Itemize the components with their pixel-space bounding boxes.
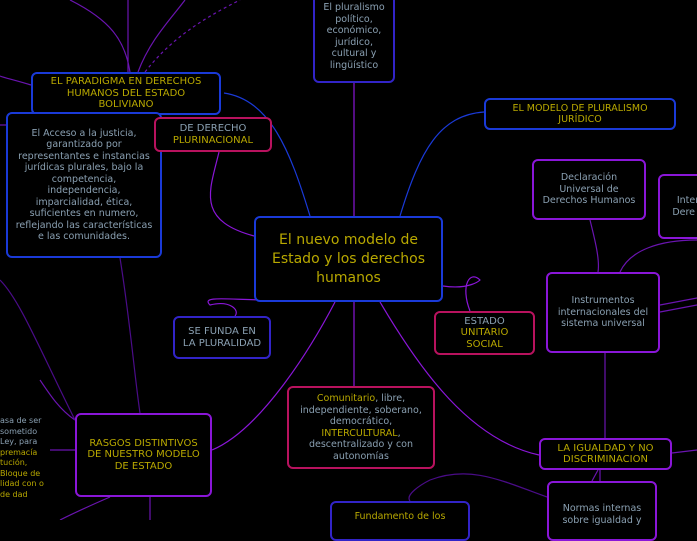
- node-text: ESTADO: [464, 315, 505, 327]
- node-declaracion-universal[interactable]: Declaración Universal de Derechos Humano…: [532, 159, 646, 220]
- central-topic-text: El nuevo modelo de Estado y los derechos…: [271, 231, 426, 286]
- node-text: El pluralismo político, económico, juríd…: [323, 2, 385, 71]
- node-se-funda[interactable]: SE FUNDA EN LA PLURALIDAD: [173, 316, 271, 359]
- node-acceso-justicia[interactable]: El Acceso a la justicia, garantizado por…: [6, 112, 162, 258]
- node-text-accent: UNITARIO SOCIAL: [460, 327, 509, 350]
- text: , descentralizado y con autonomías: [308, 427, 413, 462]
- node-text: Declaración Universal de Derechos Humano…: [542, 172, 636, 207]
- connector-lines: [0, 0, 697, 520]
- central-topic[interactable]: El nuevo modelo de Estado y los derechos…: [254, 216, 443, 302]
- node-text: LA IGUALDAD Y NO DISCRIMINACION: [557, 442, 654, 466]
- node-text: Comunitario, libre, independiente, sober…: [295, 393, 427, 462]
- text: , libre, independiente, soberano, democr…: [300, 393, 422, 427]
- partial-node-left: asa de ser sometido Ley, para premacía t…: [0, 416, 48, 500]
- node-paradigma[interactable]: EL PARADIGMA EN DERECHOS HUMANOS DEL EST…: [31, 72, 221, 115]
- node-rasgos-distintivos[interactable]: RASGOS DISTINTIVOS DE NUESTRO MODELO DE …: [75, 413, 212, 497]
- node-text: DE DERECHO: [179, 123, 247, 134]
- node-text: El Acceso a la justicia, garantizado por…: [15, 127, 153, 243]
- text-accent: premacía tución, Bloque de lidad con o d…: [0, 447, 44, 499]
- node-comunitario[interactable]: Comunitario, libre, independiente, sober…: [287, 386, 435, 469]
- node-text: EL MODELO DE PLURALISMO JURÍDICO: [512, 102, 648, 126]
- node-text: Instrumentos internacionales del sistema…: [557, 295, 649, 330]
- node-text: Fundamento de los: [354, 511, 446, 522]
- node-text: Normas internas sobre igualdad y: [562, 503, 642, 526]
- node-normas-internas[interactable]: Normas internas sobre igualdad y: [547, 481, 657, 541]
- text-accent: Comunitario: [316, 393, 376, 404]
- node-instrumentos-internacionales[interactable]: Instrumentos internacionales del sistema…: [546, 272, 660, 353]
- node-text-accent: PLURINACIONAL: [172, 134, 254, 146]
- text-accent: INTERCULTURAL: [321, 427, 398, 439]
- node-text: SE FUNDA EN LA PLURALIDAD: [182, 326, 262, 349]
- node-modelo-pluralismo[interactable]: EL MODELO DE PLURALISMO JURÍDICO: [484, 98, 676, 130]
- node-igualdad[interactable]: LA IGUALDAD Y NO DISCRIMINACION: [539, 438, 672, 470]
- node-text: Inter Dere y: [672, 195, 697, 218]
- text: asa de ser sometido Ley, para: [0, 416, 42, 446]
- node-text: RASGOS DISTINTIVOS DE NUESTRO MODELO DE …: [87, 437, 200, 472]
- node-instrumentos-inter[interactable]: Inter Dere y: [658, 174, 697, 239]
- node-pluralismo[interactable]: El pluralismo político, económico, juríd…: [313, 0, 395, 83]
- node-fundamento[interactable]: Fundamento de los: [330, 501, 470, 541]
- node-text: EL PARADIGMA EN DERECHOS HUMANOS DEL EST…: [50, 76, 202, 111]
